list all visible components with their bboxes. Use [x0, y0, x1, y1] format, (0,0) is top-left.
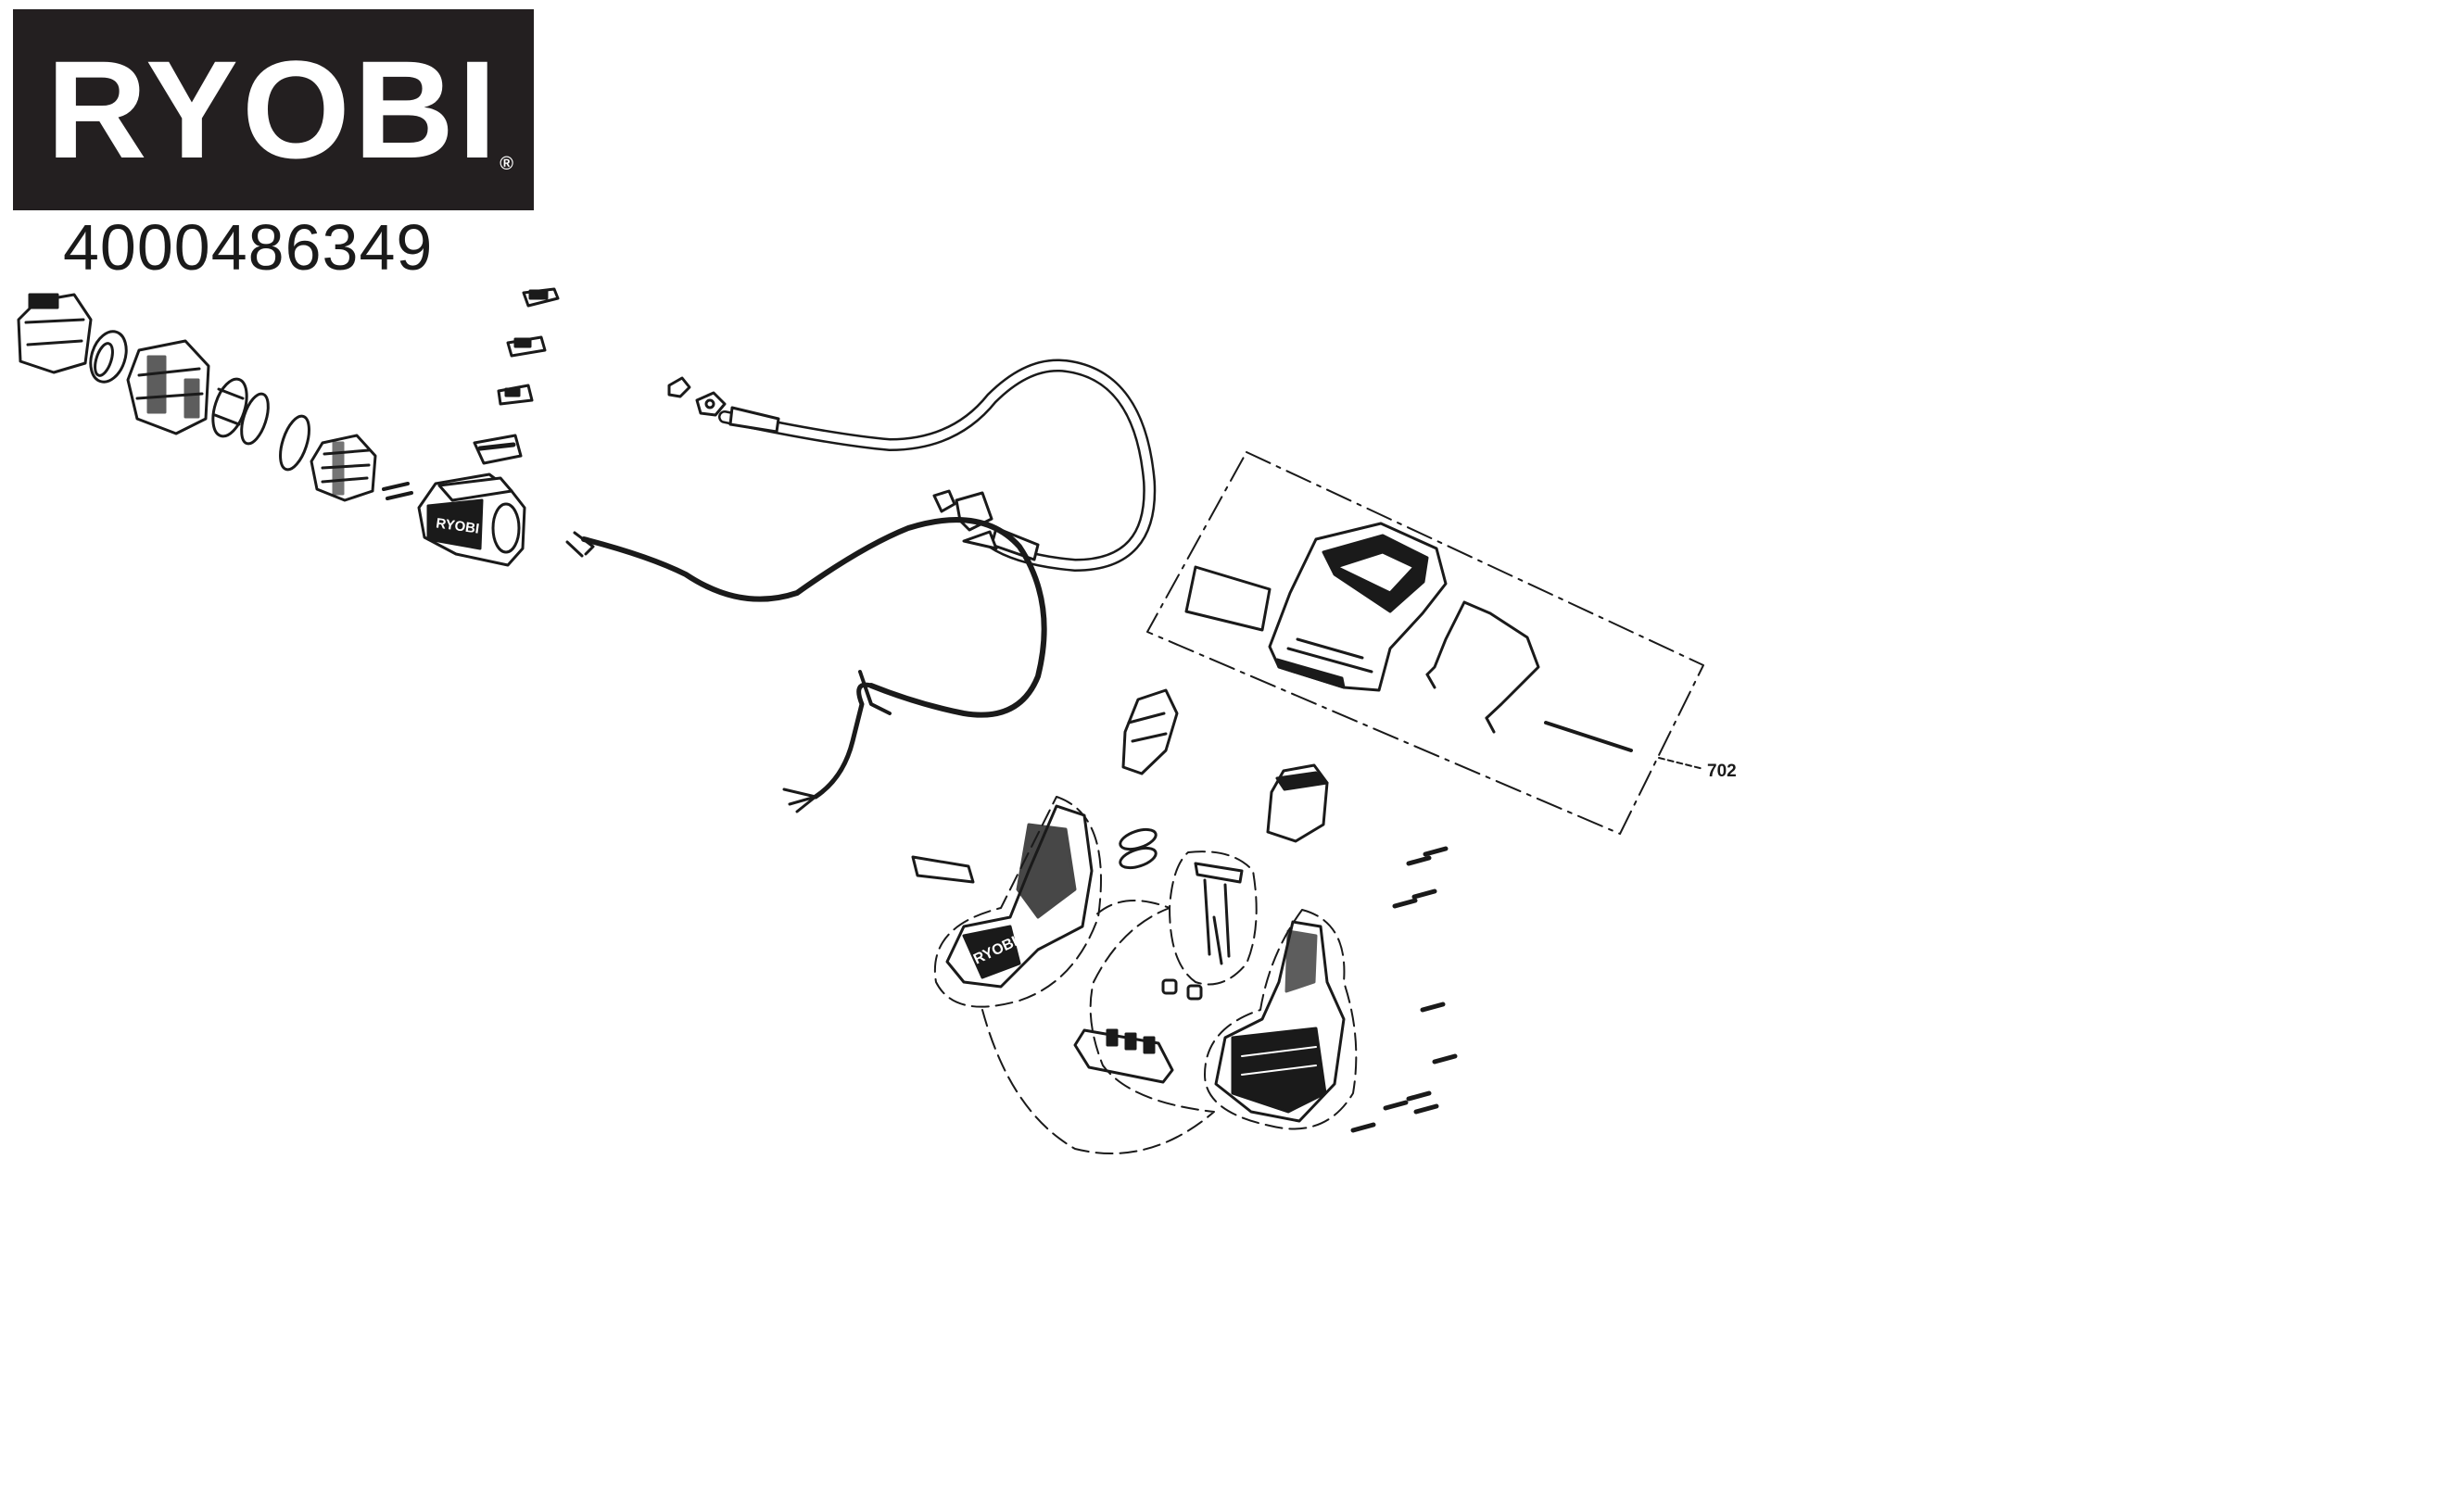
clip-part-2 — [506, 335, 547, 358]
flexible-shaft-part — [718, 359, 1157, 572]
battery-contacts-part — [1194, 862, 1244, 965]
drive-coupling-part — [310, 434, 377, 502]
pin-part — [1544, 721, 1633, 752]
terminal-block-part — [1073, 1028, 1174, 1084]
callout-702-label: 702 — [1707, 762, 1737, 781]
subassembly-outlines — [933, 796, 1358, 1154]
registered-mark: ® — [500, 154, 513, 174]
wire-bail-part — [1425, 600, 1540, 734]
o-ring-part — [279, 414, 310, 472]
part-number: 4000486349 — [63, 211, 434, 284]
switch-trigger-part — [1121, 688, 1179, 775]
bracket-part — [473, 434, 523, 465]
foam-pad-part — [911, 855, 975, 884]
nut-part — [667, 376, 727, 417]
svg-text:RYOBI: RYOBI — [435, 515, 480, 536]
led-pair-part — [1161, 978, 1203, 1001]
brand-logo: RYOBI ® — [13, 9, 534, 210]
head-housing-part: RYOBI — [417, 472, 526, 567]
gasket-part — [240, 392, 270, 446]
seal-ring-part — [89, 330, 128, 384]
wire-harness-part — [565, 517, 1047, 813]
top-cover-part — [1268, 522, 1448, 692]
handle-half-right-part — [1214, 920, 1346, 1123]
label-panel-part — [1184, 565, 1272, 632]
screw-part — [382, 482, 413, 500]
handle-half-left-part: RYOBI — [945, 804, 1094, 989]
clip-part-1 — [522, 287, 560, 308]
screws-group — [1350, 846, 1458, 1133]
clip-part-3 — [497, 384, 534, 406]
o-ring-pair-part — [1119, 827, 1158, 870]
kit-702-enclosure — [1146, 451, 1704, 835]
callout-702-leader — [1658, 757, 1704, 770]
end-cap-part — [17, 293, 93, 374]
motor-body-part — [126, 339, 210, 435]
end-cap-cover-part — [1266, 763, 1329, 843]
brand-logo-text: RYOBI — [46, 32, 500, 187]
